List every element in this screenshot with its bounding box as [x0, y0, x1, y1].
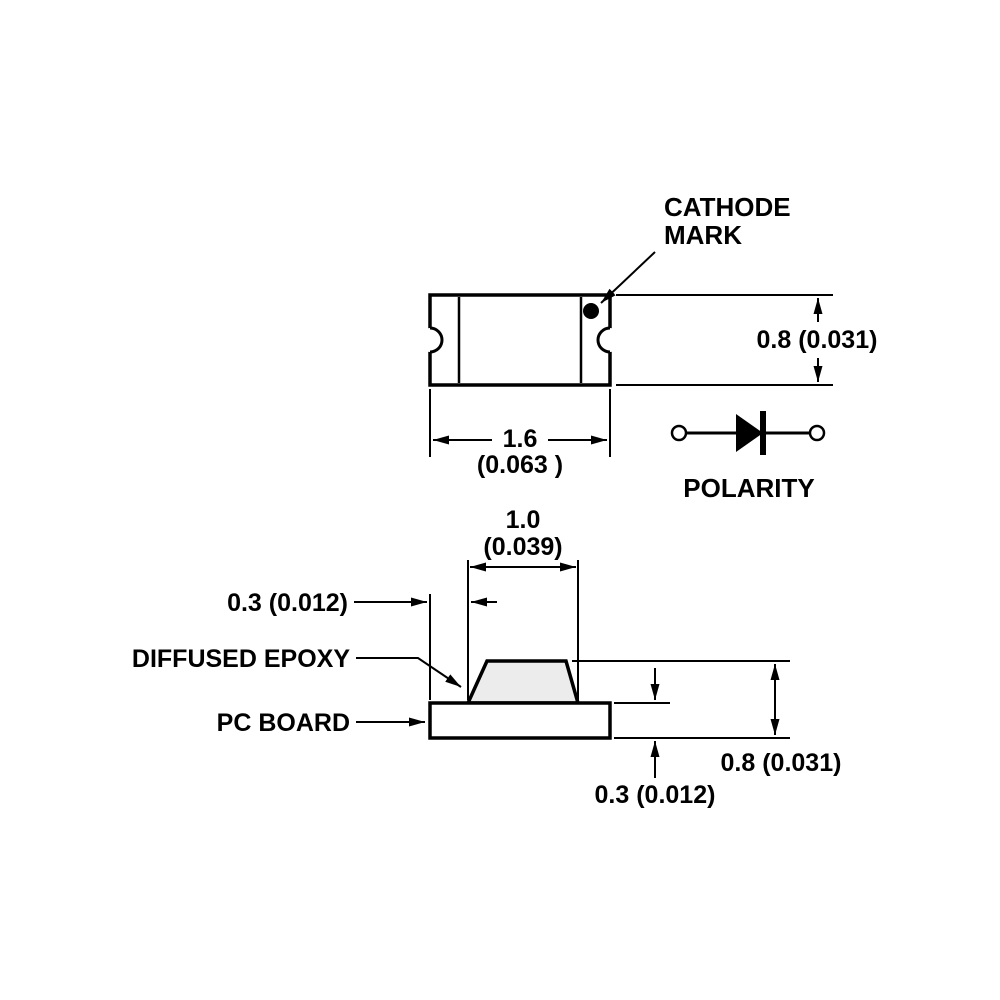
epoxy-offset-dim-text: 0.3 (0.012) [227, 589, 348, 617]
cathode-label-line1: CATHODE [664, 192, 791, 222]
board-thickness-dim-text: 0.3 (0.012) [595, 781, 716, 809]
left-notch-arc [429, 326, 444, 354]
polarity-symbol: POLARITY [670, 411, 826, 503]
epoxy-offset-dimension: 0.3 (0.012) [227, 589, 497, 700]
epoxy-leader-arrow [356, 657, 462, 688]
cathode-leader-arrow [600, 251, 656, 304]
diffused-epoxy-body [465, 659, 581, 705]
epoxy-width-dim-inch: (0.039) [483, 533, 562, 561]
top-view-width-dimension: 1.6 (0.063 ) [429, 389, 611, 479]
pc-board-callout: PC BOARD [217, 709, 425, 737]
anode-terminal-circle [670, 424, 688, 442]
diffused-epoxy-callout: DIFFUSED EPOXY [132, 645, 462, 688]
diode-triangle [736, 414, 763, 452]
top-width-dim-mm: 1.6 [503, 425, 538, 453]
cathode-terminal-circle [808, 424, 826, 442]
package-body-top-view [428, 293, 612, 387]
pc-board-body [428, 701, 612, 740]
pc-board-label: PC BOARD [217, 709, 350, 737]
epoxy-width-dim-mm: 1.0 [506, 506, 541, 534]
right-notch-arc [596, 326, 611, 354]
led-top-view [418, 293, 622, 387]
cathode-mark-dot [583, 303, 599, 319]
polarity-label: POLARITY [683, 473, 814, 503]
side-view-height-dimension: 0.8 (0.031) [572, 660, 842, 777]
cathode-label-line2: MARK [664, 220, 742, 250]
top-view-height-dimension: 0.8 (0.031) [616, 294, 878, 386]
cathode-mark-callout: CATHODE MARK [600, 192, 791, 304]
epoxy-width-dimension: 1.0 (0.039) [467, 506, 579, 700]
diffused-epoxy-label: DIFFUSED EPOXY [132, 645, 350, 673]
led-side-view [428, 659, 612, 740]
top-height-dim-text: 0.8 (0.031) [757, 326, 878, 354]
board-thickness-dimension: 0.3 (0.012) [595, 668, 716, 809]
top-width-dim-inch: (0.063 ) [477, 451, 563, 479]
side-height-dim-text: 0.8 (0.031) [721, 749, 842, 777]
